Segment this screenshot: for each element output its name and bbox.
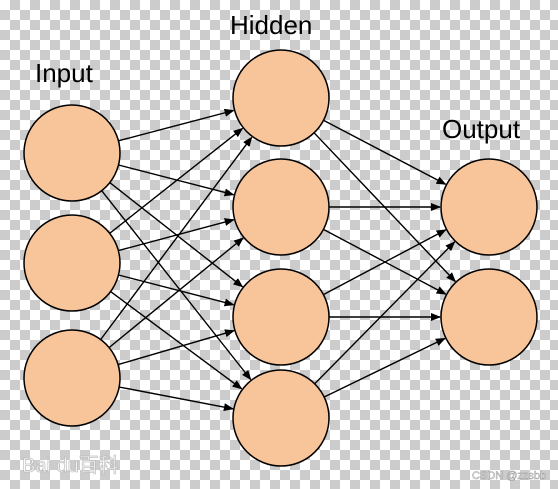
input-layer-label: Input <box>35 58 94 88</box>
input-1-to-hidden-4-arrow <box>101 190 252 381</box>
input-node-2 <box>23 214 121 312</box>
input-3-to-hidden-4-arrow <box>118 386 234 412</box>
baidu-watermark: Bai du百科 <box>22 454 119 477</box>
hidden-3-to-output-1-arrow <box>323 229 447 296</box>
input-3-to-hidden-2-arrow <box>108 237 244 349</box>
input-3-to-hidden-1-arrow <box>100 136 253 340</box>
hidden-4-to-output-1-arrow <box>314 241 456 385</box>
hidden-1-to-output-1-arrow <box>323 119 447 185</box>
input-2-to-hidden-1-arrow <box>109 127 244 234</box>
connections <box>100 108 456 412</box>
output-node-1 <box>440 158 538 256</box>
hidden-node-3 <box>232 268 330 366</box>
hidden-node-4 <box>232 369 330 467</box>
hidden-4-to-output-2-arrow <box>323 337 446 398</box>
hidden-node-1 <box>232 49 330 147</box>
csdn-watermark: CSDN @zzsbb <box>472 470 546 482</box>
input-1-to-hidden-1-arrow <box>118 108 235 142</box>
hidden-node-2 <box>232 158 330 256</box>
nodes <box>23 49 538 467</box>
output-layer-label: Output <box>442 114 521 144</box>
output-node-2 <box>440 268 538 366</box>
input-2-to-hidden-3-arrow <box>118 274 235 307</box>
input-node-3 <box>23 329 121 427</box>
input-3-to-hidden-3-arrow <box>117 329 235 366</box>
hidden-layer-label: Hidden <box>230 10 312 40</box>
input-node-1 <box>23 104 121 202</box>
input-2-to-hidden-4-arrow <box>110 291 243 390</box>
input-1-to-hidden-2-arrow <box>118 164 235 197</box>
input-2-to-hidden-2-arrow <box>118 218 235 252</box>
